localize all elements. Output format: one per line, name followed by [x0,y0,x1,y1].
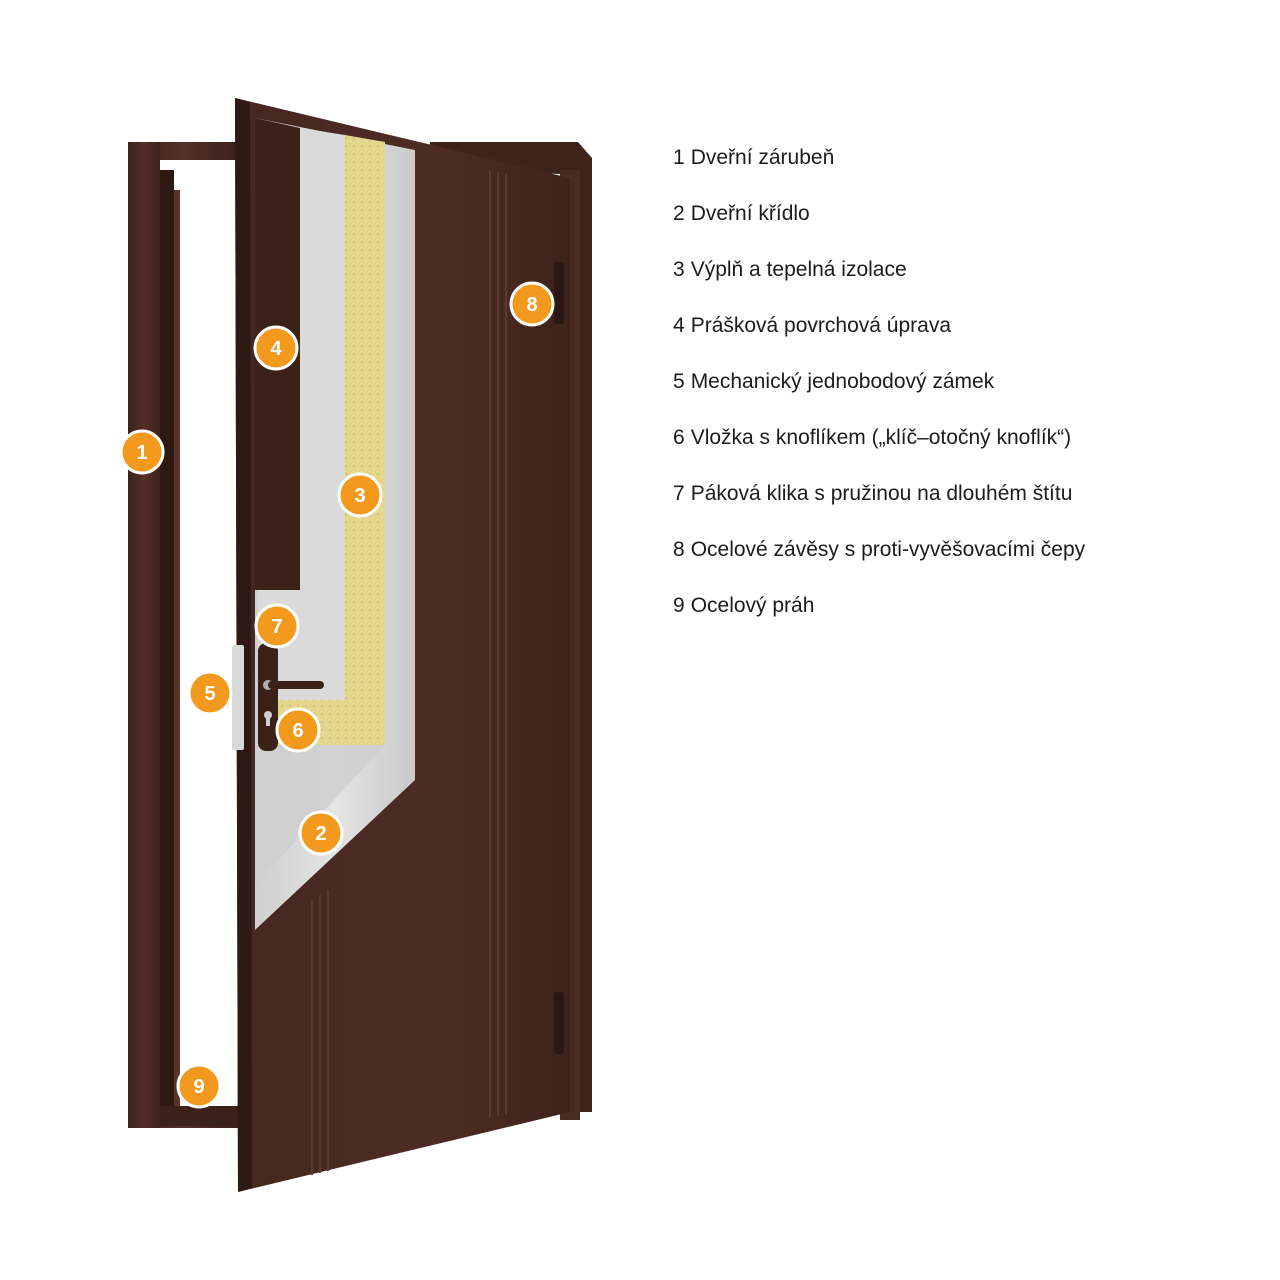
legend-label: Ocelový práh [690,594,815,617]
badge-4: 4 [253,325,299,371]
legend-label: Vložka s knoflíkem („klíč–otočný knoflík… [690,426,1072,449]
legend-number: 6 [673,426,685,449]
badge-2: 2 [298,810,344,856]
badge-3: 3 [337,472,383,518]
door-cutaway-illustration: 1 2 3 4 5 6 7 8 9 [119,98,592,1192]
badge-5-label: 5 [204,683,215,705]
badge-3-label: 3 [354,485,365,507]
legend-number: 5 [673,370,685,393]
lock-and-handle [232,643,324,751]
badge-7: 7 [254,603,300,649]
legend-label: Prášková povrchová úprava [690,314,951,337]
legend-number: 3 [673,258,685,281]
legend-number: 8 [673,538,685,561]
badge-1: 1 [119,429,165,475]
legend-number: 9 [673,594,685,617]
badge-5: 5 [187,670,233,716]
badge-8: 8 [509,281,555,327]
legend-label: Dveřní křídlo [690,202,810,225]
badge-6-label: 6 [292,720,303,742]
legend-label: Ocelové závěsy s proti-vyvěšovacími čepy [690,538,1086,561]
legend-label: Páková klika s pružinou na dlouhém štítu [690,482,1073,505]
badge-2-label: 2 [315,823,326,845]
legend-number: 4 [673,314,685,337]
badge-1-label: 1 [136,442,147,464]
legend-label: Výplň a tepelná izolace [690,258,907,281]
legend-number: 2 [673,202,685,225]
badge-7-label: 7 [271,616,282,638]
badge-9: 9 [176,1063,222,1109]
callout-badges: 1 2 3 4 5 6 7 8 9 [119,281,555,1109]
badge-4-label: 4 [270,338,282,360]
legend-label: Mechanický jednobodový zámek [690,370,995,393]
badge-6: 6 [275,707,321,753]
legend-number: 7 [673,482,685,505]
badge-9-label: 9 [193,1076,204,1098]
legend-label: Dveřní zárubeň [690,146,835,169]
badge-8-label: 8 [526,294,537,316]
legend-number: 1 [673,146,685,169]
